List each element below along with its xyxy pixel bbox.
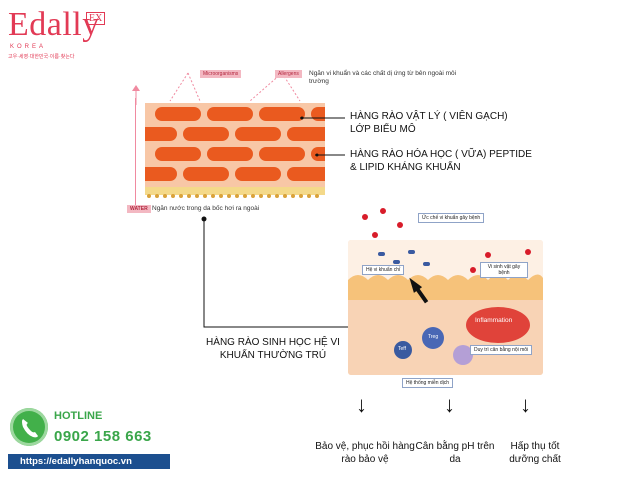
benefit-1: Bảo vệ, phục hồi hàng rào bảo vệ bbox=[315, 441, 415, 465]
hotline-label: HOTLINE bbox=[54, 410, 103, 422]
water-tag: WATER bbox=[127, 205, 151, 213]
teff-label: Teff bbox=[398, 346, 406, 352]
balance-box: Duy trì cân bằng nội môi bbox=[470, 345, 533, 355]
inhibit-box: Ức chế vi khuẩn gây bệnh bbox=[418, 213, 485, 223]
microorganisms-tag: Microorganisms bbox=[200, 70, 242, 78]
treg-label: Treg bbox=[428, 334, 439, 340]
pathogen-box: Vi sinh vật gây bệnh bbox=[480, 262, 528, 278]
allergens-tag: Allergens bbox=[275, 70, 302, 78]
physical-barrier-label: HÀNG RÀO VẬT LÝ ( VIÊN GẠCH) LỚP BIỂU MÔ bbox=[350, 111, 508, 135]
chemical-barrier-label: HÀNG RÀO HÓA HỌC ( VỮA) PEPTIDE & LIPID … bbox=[350, 149, 532, 173]
water-axis bbox=[135, 98, 136, 208]
hotline-number[interactable]: 0902 158 663 bbox=[54, 428, 152, 445]
virus-icons bbox=[362, 208, 403, 238]
host-microbe-box: Hệ vi khuẩn chỉ bbox=[362, 265, 405, 275]
benefit-3: Hấp thụ tốt dưỡng chất bbox=[509, 441, 561, 465]
arrow-down-icon: ↓ bbox=[520, 392, 531, 417]
bio-connector bbox=[201, 216, 348, 328]
website-link[interactable]: https://edallyhanquoc.vn bbox=[8, 454, 170, 469]
label-pointers bbox=[300, 116, 345, 157]
phone-icon[interactable] bbox=[10, 408, 48, 446]
brand-badge: EX bbox=[86, 12, 106, 25]
biological-barrier-label: HÀNG RÀO SINH HỌC HỆ VI KHUẨN THƯỜNG TRÚ bbox=[206, 337, 340, 361]
brand-tagline: 고우·세영·대한민국·이름·찾는다 bbox=[8, 54, 75, 60]
benefit-2: Cân bằng pH trên da bbox=[415, 441, 495, 465]
lipid-layer bbox=[145, 187, 325, 198]
brand-logo: Edally bbox=[8, 6, 100, 43]
inflammation-label: Inflammation bbox=[475, 317, 513, 324]
arrow-down-icon: ↓ bbox=[444, 392, 455, 417]
brick-wall bbox=[145, 103, 325, 187]
top-note: Ngăn vi khuẩn và các chất dị ứng từ bên … bbox=[309, 70, 457, 85]
immune-system-box: Hệ thống miễn dịch bbox=[402, 378, 454, 388]
brand-country: KOREA bbox=[10, 44, 47, 50]
water-note: Ngăn nước trong da bốc hơi ra ngoài bbox=[152, 205, 260, 212]
arrow-down-icon: ↓ bbox=[356, 392, 367, 417]
